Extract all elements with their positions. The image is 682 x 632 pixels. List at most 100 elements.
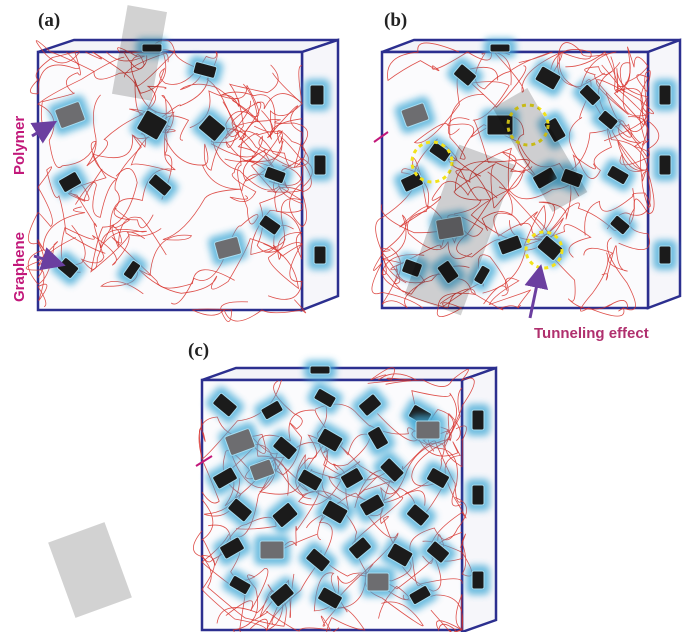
graphene-flake xyxy=(422,135,458,169)
graphene-core xyxy=(415,420,441,440)
graphene-flake xyxy=(242,452,282,488)
polymer-chain xyxy=(113,63,209,229)
tunneling-arrow xyxy=(524,264,549,319)
graphene-flake xyxy=(290,462,330,498)
graphene-core xyxy=(269,582,295,608)
polymer-chain xyxy=(248,135,303,169)
graphene-core xyxy=(536,235,564,261)
panel-a-label: (a) xyxy=(38,10,60,31)
graphene-flake xyxy=(205,460,245,496)
panel-a: (a) Polymer Graphene xyxy=(11,10,340,322)
polymer-chain xyxy=(580,237,636,317)
graphene-core xyxy=(579,84,601,106)
graphene-core xyxy=(435,215,465,241)
graphene-flake xyxy=(467,258,497,292)
polymer-chain xyxy=(111,216,235,289)
graphene-flake xyxy=(653,79,677,111)
graphene-flake xyxy=(136,38,168,58)
graphene-core xyxy=(271,502,299,528)
graphene-flake xyxy=(310,421,350,459)
polymer-chain xyxy=(90,168,162,273)
graphene-flake xyxy=(186,55,224,85)
graphene-core xyxy=(534,65,562,91)
graphene-core xyxy=(400,102,430,128)
graphene-core xyxy=(259,540,285,560)
polymer-chain xyxy=(261,105,310,168)
graphene-core xyxy=(532,166,558,190)
graphene-flake xyxy=(491,228,529,262)
polymer-chain xyxy=(25,206,86,308)
graphene-core xyxy=(658,84,672,106)
graphene-flake xyxy=(572,77,608,113)
graphene-core xyxy=(58,171,82,193)
graphene-flake xyxy=(341,530,379,566)
graphene-core xyxy=(471,484,485,506)
graphene-core xyxy=(406,503,430,527)
graphene-flake xyxy=(410,415,446,445)
panel-c-graphene-flakes xyxy=(205,360,490,616)
polymer-chain xyxy=(170,120,259,305)
panel-b: (b) Tunneling effect xyxy=(371,10,682,342)
graphene-core xyxy=(228,575,252,595)
graphene-flake xyxy=(528,59,568,97)
graphene-flake xyxy=(299,541,337,579)
graphene-core xyxy=(401,258,423,278)
graphene-flake xyxy=(51,164,89,200)
graphene-core xyxy=(305,547,331,573)
graphene-flake xyxy=(333,460,371,496)
polymer-chain xyxy=(402,594,464,632)
graphene-flake xyxy=(208,230,248,266)
graphene-flake xyxy=(466,565,490,595)
graphene-core xyxy=(606,165,630,185)
polymer-chain xyxy=(617,46,651,117)
graphene-flake xyxy=(419,460,457,496)
graphene-flake xyxy=(254,535,290,565)
panel-b-graphene-flakes xyxy=(393,38,677,292)
graphene-core xyxy=(260,400,284,420)
graphene-core xyxy=(136,109,168,141)
graphene-arrow xyxy=(33,247,66,271)
panel-c-top-face xyxy=(201,366,497,382)
graphene-core xyxy=(321,499,349,525)
graphene-flake xyxy=(481,109,519,141)
tunneling-markers xyxy=(410,103,564,270)
panel-c-label: (c) xyxy=(188,340,209,361)
graphene-flake xyxy=(212,530,252,566)
polymer-arrow-b xyxy=(373,131,389,143)
graphene-core xyxy=(212,466,238,490)
graphene-flake xyxy=(466,479,490,511)
graphene-flake xyxy=(419,534,457,570)
graphene-core xyxy=(359,493,385,517)
polymer-chain xyxy=(568,88,641,179)
polymer-chain xyxy=(250,209,303,300)
polymer-chain xyxy=(385,369,475,448)
graphene-core xyxy=(309,84,325,106)
graphene-flake xyxy=(265,495,305,535)
graphene-core xyxy=(192,61,218,79)
graphene-flake xyxy=(380,536,420,574)
graphene-flake xyxy=(352,487,392,523)
graphene-core xyxy=(258,214,282,236)
graphene-core xyxy=(263,166,287,184)
graphene-flake xyxy=(653,240,677,270)
graphene-flake xyxy=(141,167,179,203)
polymer-chain xyxy=(271,490,426,625)
graphene-flake xyxy=(361,567,395,597)
graphene-core xyxy=(379,457,405,483)
polymer-chain xyxy=(237,130,312,228)
graphene-flake xyxy=(206,386,244,424)
graphene-flake xyxy=(373,451,411,489)
graphene-flake xyxy=(554,162,590,194)
polymer-chain xyxy=(493,49,592,93)
polymer-chain xyxy=(224,65,303,162)
graphene-core xyxy=(358,393,382,417)
polymer-chain xyxy=(29,50,81,129)
polymer-chain xyxy=(371,253,425,309)
graphene-core xyxy=(313,388,337,408)
graphene-core xyxy=(224,428,256,456)
polymer-chain xyxy=(210,72,303,194)
graphene-label: Graphene xyxy=(11,232,28,302)
graphene-core xyxy=(471,409,485,431)
graphene-flake xyxy=(257,159,293,191)
